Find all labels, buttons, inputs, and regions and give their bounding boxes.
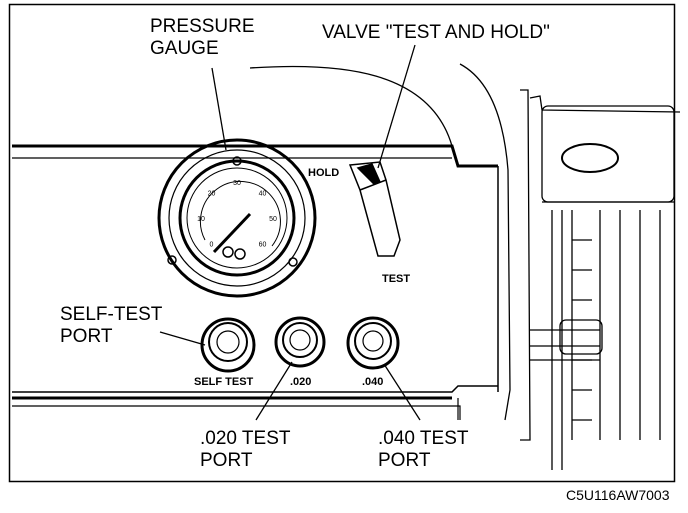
leader-lines	[159, 44, 421, 421]
figure-code: C5U116AW7003	[566, 487, 670, 503]
gauge-tick-label: 10	[197, 216, 205, 223]
gauge-tick-labels: 0 10 20 30 40 50 60	[197, 180, 277, 249]
port-self-test	[200, 317, 256, 373]
self-test-port-label: SELF TEST	[194, 376, 254, 388]
gauge-tick-label: 40	[259, 191, 267, 198]
p020-line2: PORT	[200, 450, 253, 471]
gauge-tick-label: 0	[210, 242, 214, 249]
pressure-gauge-callout: PRESSURE GAUGE	[150, 16, 255, 60]
p040-line2: PORT	[378, 450, 431, 471]
p040-line1: .040 TEST	[378, 428, 469, 449]
self-test-callout: SELF-TEST PORT	[60, 304, 162, 348]
gauge-tick-label: 20	[208, 191, 216, 198]
gauge-tick-label: 60	[259, 242, 267, 249]
self-test-line2: PORT	[60, 326, 113, 347]
self-test-line1: SELF-TEST	[60, 304, 163, 325]
reservoir-assembly	[520, 89, 681, 470]
p020-line1: .020 TEST	[200, 428, 291, 449]
pressure-gauge	[157, 138, 317, 298]
p040-port-label: .040	[362, 376, 384, 388]
p040-callout: .040 TEST PORT	[378, 428, 468, 472]
pressure-gauge-line1: PRESSURE	[150, 16, 255, 37]
test-label: TEST	[382, 273, 411, 285]
gauge-tick-label: 30	[233, 180, 241, 187]
port-040	[346, 316, 400, 370]
pressure-gauge-line2: GAUGE	[150, 38, 219, 59]
figure-frame	[8, 3, 676, 483]
test-hold-valve	[348, 161, 401, 257]
p020-port-label: .020	[290, 376, 312, 388]
p020-callout: .020 TEST PORT	[200, 428, 290, 472]
gauge-tick-label: 50	[269, 216, 277, 223]
port-020	[274, 316, 326, 368]
hold-label: HOLD	[308, 167, 340, 179]
valve-callout: VALVE "TEST AND HOLD"	[322, 22, 550, 43]
panel-body	[12, 63, 511, 421]
